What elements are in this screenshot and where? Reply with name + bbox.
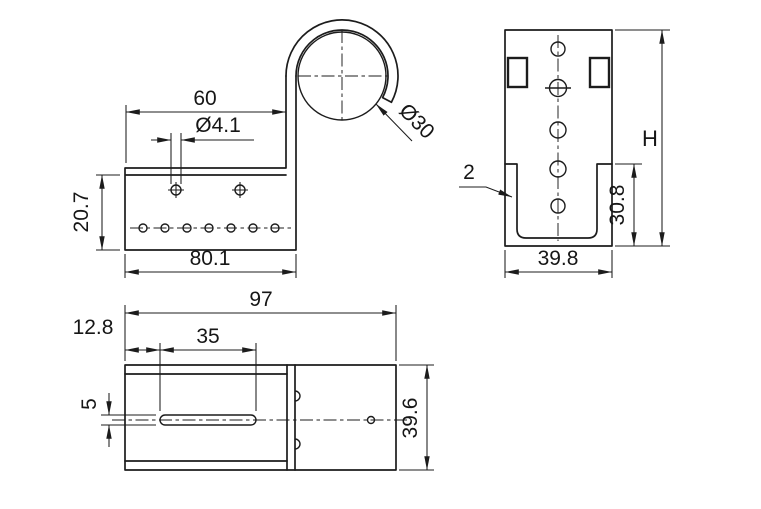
bend-edge-lines (286, 364, 296, 471)
top-slot-left (506, 56, 529, 89)
center-hole-column (545, 35, 571, 241)
dim-overall-height: H (615, 29, 670, 247)
dim-label: H (642, 126, 658, 151)
dim-label: 12.8 (73, 316, 114, 339)
dim-hole-diameter: Ø4.1 (151, 114, 254, 184)
dim-label: 35 (196, 325, 219, 348)
side-view: 2 30.8 H 39.8 (459, 29, 670, 278)
plate-fold-lines (124, 373, 288, 462)
mount-holes (168, 182, 248, 198)
hole (550, 198, 566, 214)
edge-notches (294, 390, 301, 450)
dim-label: Ø4.1 (195, 114, 241, 137)
witness-line (96, 174, 120, 251)
witness-line (159, 343, 257, 411)
perforation-row (130, 223, 293, 233)
hole-center-marks (168, 182, 248, 198)
top-view: 97 12.8 35 5 39.6 (73, 288, 434, 471)
dim-label: Ø30 (394, 99, 438, 143)
hook-outline (285, 19, 399, 104)
dim-base-width: 80.1 (124, 247, 297, 278)
dim-slot-length: 35 (159, 325, 257, 411)
dim-label: 5 (78, 398, 101, 410)
dim-label: 80.1 (190, 247, 231, 270)
witness-line (170, 133, 182, 184)
bracket-outline (124, 75, 297, 251)
rod-centerlines (298, 30, 388, 124)
dim-label: 2 (463, 161, 475, 184)
channel-inner-contour (504, 163, 613, 239)
dim-slot-width: 5 (78, 393, 156, 447)
leader-line (459, 186, 513, 198)
dim-overall-depth: 39.6 (399, 364, 434, 471)
label-rod-diameter: Ø30 (375, 99, 439, 144)
dim-overall-width: 39.8 (504, 247, 613, 278)
top-slot-right (588, 56, 611, 89)
dim-slot-offset: 12.8 (73, 316, 161, 353)
dim-top-width: 60 (125, 87, 287, 163)
dim-label: 97 (249, 288, 272, 311)
plate-outline (124, 364, 397, 471)
dim-label: 20.7 (70, 192, 93, 233)
dim-label: 30.8 (606, 185, 629, 226)
front-view: 60 Ø4.1 20.7 80.1 Ø30 (70, 19, 439, 278)
dim-label: 60 (193, 87, 216, 110)
small-hole (366, 415, 376, 425)
dim-label: 39.8 (538, 247, 579, 270)
dim-overall-length: 97 (124, 288, 397, 361)
dim-wall-thickness: 2 (459, 161, 513, 198)
channel-outline (504, 29, 613, 247)
leader-line (375, 103, 413, 142)
dim-flange-height: 20.7 (70, 174, 120, 251)
dim-lip-height: 30.8 (606, 163, 642, 247)
dim-label: 39.6 (399, 398, 422, 439)
